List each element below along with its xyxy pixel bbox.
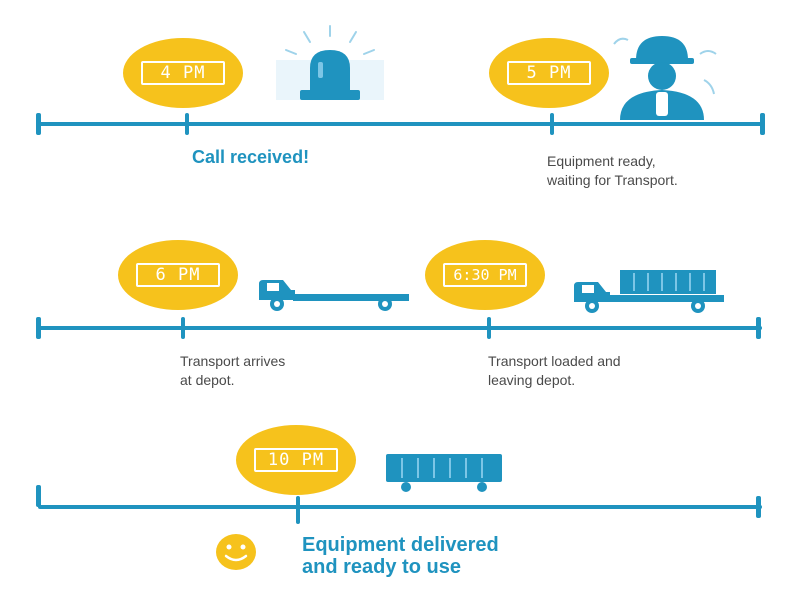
- time-badge: 6:30 PM: [425, 240, 545, 310]
- timeline-2-tick-a: [181, 317, 185, 339]
- timeline-1-tick-a: [185, 113, 189, 135]
- timeline-3-line: [38, 505, 762, 509]
- truck-flatbed-icon: [259, 280, 409, 311]
- timeline-2-end-cap: [756, 317, 761, 339]
- timeline-1-tick-b: [550, 113, 554, 135]
- truck-loaded-icon: [574, 270, 724, 313]
- timeline-caption: Transport arrives at depot.: [180, 353, 286, 388]
- time-display: 5 PM: [507, 61, 591, 85]
- cargo-unit-icon: [386, 454, 502, 492]
- timeline-1-line: [38, 122, 764, 126]
- time-display: 4 PM: [141, 61, 225, 85]
- timeline-1-end-cap: [760, 113, 765, 135]
- timeline-3-tick: [296, 496, 300, 524]
- timeline-2-tick-b: [487, 317, 491, 339]
- timeline-3-start-cap: [36, 485, 41, 507]
- time-display: 10 PM: [254, 448, 338, 472]
- time-display: 6:30 PM: [443, 263, 527, 287]
- timeline-caption: Equipment delivered and ready to use: [302, 534, 499, 578]
- time-badge: 4 PM: [123, 38, 243, 108]
- technician-icon: [613, 36, 717, 120]
- time-badge: 5 PM: [489, 38, 609, 108]
- timeline-caption: Equipment ready, waiting for Transport.: [547, 153, 678, 188]
- timeline-2-line: [38, 326, 762, 330]
- timeline-caption: Call received!: [192, 147, 310, 167]
- time-badge: 6 PM: [118, 240, 238, 310]
- time-display: 6 PM: [136, 263, 220, 287]
- timeline-3-end-cap: [756, 496, 761, 518]
- time-badge: 10 PM: [236, 425, 356, 495]
- smiley-icon: [216, 534, 256, 570]
- siren-icon: [276, 25, 384, 100]
- timeline-caption: Transport loaded and leaving depot.: [488, 353, 621, 388]
